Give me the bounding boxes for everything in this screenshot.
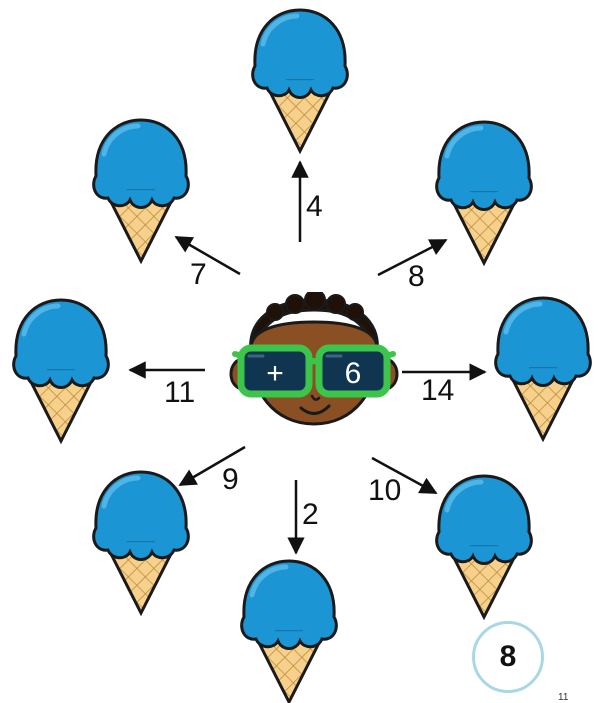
answer-blank: _____ (285, 70, 314, 81)
spoke-number-bottom: 2 (302, 500, 319, 530)
page-number: 8 (500, 640, 517, 674)
spoke-number-top: 4 (306, 192, 323, 222)
ice-cream-cone-right: _____ (488, 292, 598, 442)
ice-cream-cone-top: _____ (245, 4, 355, 154)
ice-cream-cone-top-left: _____ (86, 114, 196, 264)
spoke-number-top-left: 7 (190, 260, 207, 290)
addend-number: 6 (345, 357, 362, 390)
answer-blank: _____ (46, 360, 75, 371)
ice-cream-cone-bottom: _____ (234, 555, 344, 703)
ice-cream-cone-top-right: _____ (429, 116, 539, 266)
answer-blank: _____ (126, 532, 155, 543)
answer-blank: _____ (274, 621, 303, 632)
spoke-number-right: 14 (421, 376, 454, 406)
ice-cream-cone-bottom-right: _____ (429, 470, 539, 620)
center-face: + 6 (229, 292, 399, 432)
spoke-number-bottom-right: 10 (368, 476, 401, 506)
operator-sign: + (266, 357, 284, 390)
spoke-number-left: 11 (164, 378, 195, 408)
answer-blank: _____ (469, 536, 498, 547)
ice-cream-cone-left: _____ (6, 294, 116, 444)
answer-blank: _____ (126, 180, 155, 191)
ice-cream-cone-bottom-left: _____ (86, 466, 196, 616)
corner-mark: 11 (558, 693, 568, 703)
spoke-number-top-right: 8 (408, 262, 425, 292)
answer-blank: _____ (528, 358, 557, 369)
answer-blank: _____ (469, 182, 498, 193)
page-number-badge: 8 (472, 621, 544, 693)
spoke-number-bottom-left: 9 (222, 465, 239, 495)
